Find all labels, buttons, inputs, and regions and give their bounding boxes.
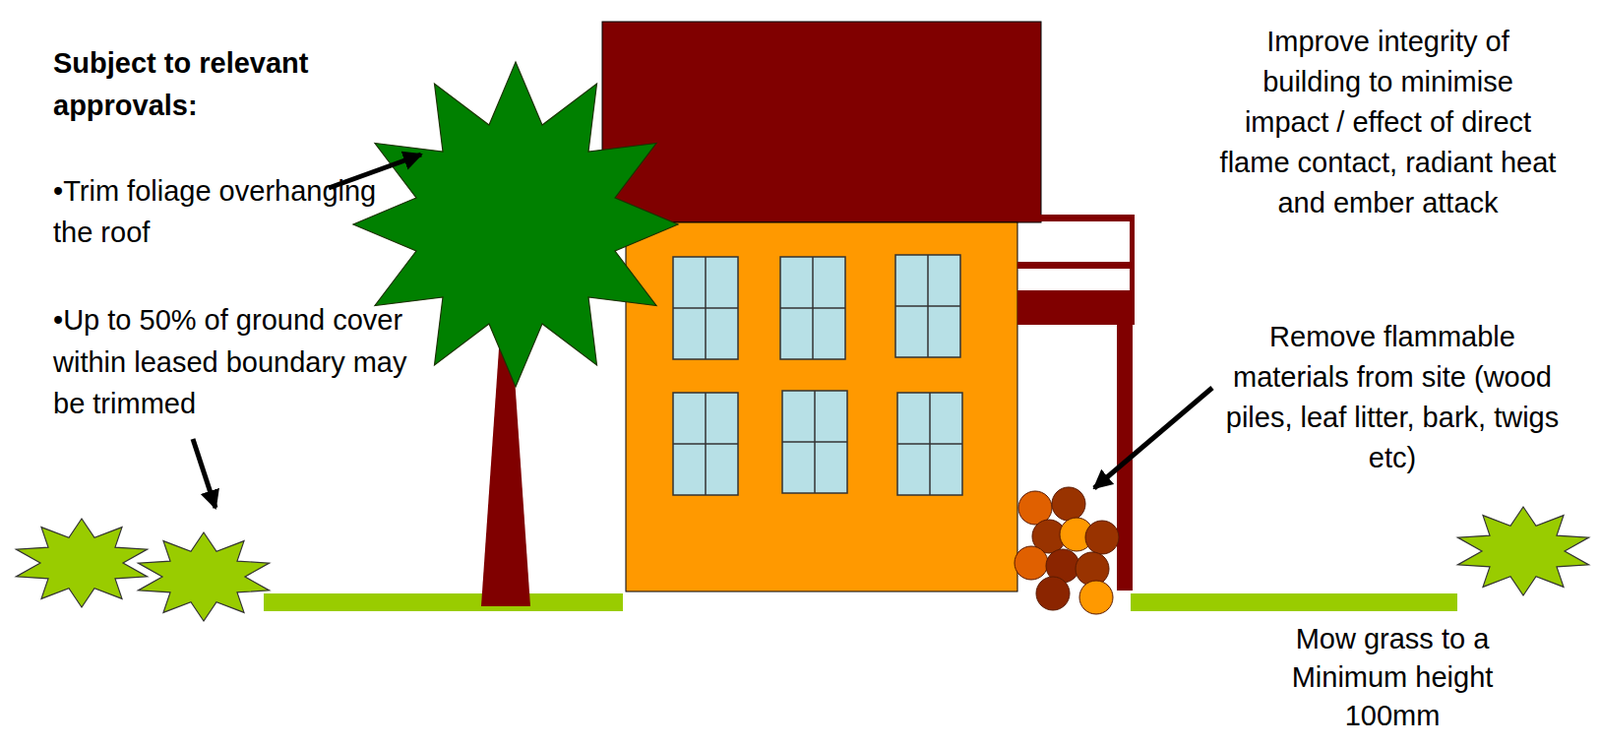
annotation: Improve integrity of building to minimis… [1218, 21, 1558, 224]
windows [673, 254, 963, 495]
heading-note: Subject to relevant approvals: [53, 42, 413, 127]
bush [137, 532, 269, 621]
annotation: Remove flammable materials from site (wo… [1220, 316, 1565, 479]
tree-crown [353, 61, 678, 387]
roof [602, 21, 1042, 223]
annotation: Mow grass to a Minimum height 100mm [1264, 619, 1521, 736]
bullet-note: •Trim foliage overhanging the roof [53, 170, 413, 253]
house-wall [625, 222, 1018, 592]
tree-trunk [481, 334, 531, 607]
bush [1457, 506, 1589, 596]
bullet-note: •Up to 50% of ground cover within leased… [53, 299, 413, 426]
bush [15, 518, 147, 608]
grass [1130, 593, 1458, 612]
deck [1017, 214, 1135, 591]
grass [263, 593, 623, 612]
wood-pile [1014, 487, 1119, 615]
